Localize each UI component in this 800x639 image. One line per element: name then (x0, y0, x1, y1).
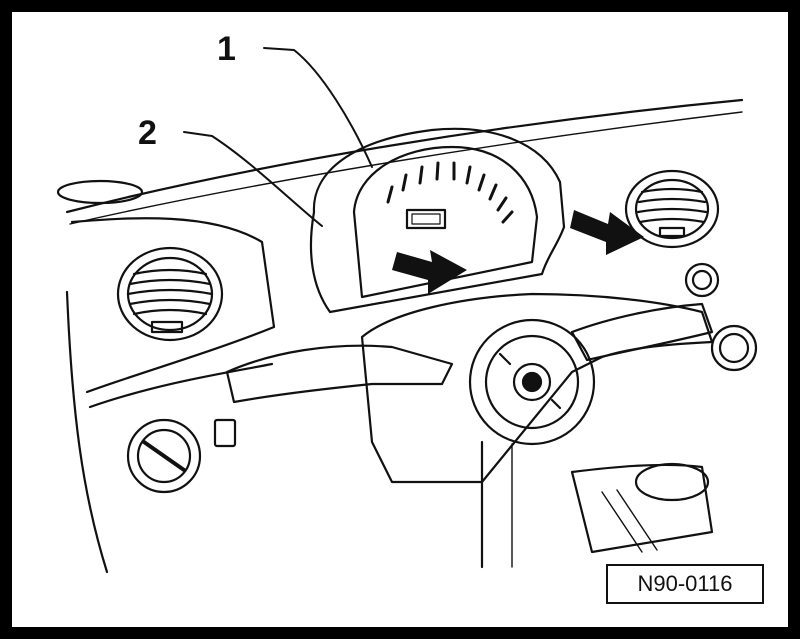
callout-label-1: 1 (217, 30, 236, 68)
right-air-vent-icon (624, 169, 720, 249)
callout-2-leader (183, 131, 323, 227)
light-switch-knob-icon (126, 418, 202, 494)
right-small-knob-icon (684, 262, 720, 298)
left-air-vent-icon (116, 246, 224, 342)
direction-arrow-right-icon (570, 210, 644, 255)
figure-code-label: N90-0116 (606, 564, 764, 604)
steering-hub-icon (468, 318, 596, 446)
lower-vent-lines (601, 489, 658, 553)
left-side-edge (65, 290, 109, 574)
callout-1-leader (263, 47, 373, 168)
turn-signal-stalk (570, 302, 714, 362)
lower-right-panel (570, 463, 714, 554)
lower-right-cup-icon (634, 462, 710, 502)
cluster-display (405, 208, 447, 230)
dashboard-lower-edge (88, 362, 274, 409)
dashboard-left-panel (70, 217, 276, 394)
diagram-frame: 1 2 N90-0116 (12, 12, 788, 627)
cluster-cover-housing (309, 127, 566, 314)
right-round-switch-icon (710, 324, 758, 372)
instrument-cluster (352, 145, 539, 299)
callout-label-2: 2 (138, 114, 157, 152)
cluster-display-inner (411, 213, 441, 225)
direction-arrow-left-icon (392, 250, 467, 294)
small-switch-icon (213, 418, 237, 448)
wiper-stalk (225, 344, 454, 404)
dashboard-top-edge (65, 98, 744, 214)
dashboard-illustration (56, 47, 758, 574)
dashboard-top-edge-inner (69, 111, 743, 225)
speedometer-ticks (386, 161, 514, 224)
dash-oval-recess (56, 179, 144, 205)
